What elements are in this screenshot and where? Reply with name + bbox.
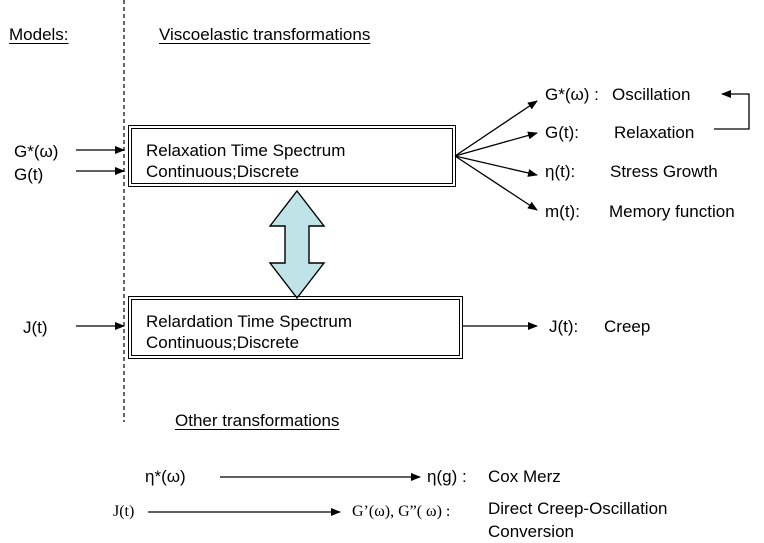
relaxation-box-subtitle: Continuous;Discrete (146, 162, 300, 181)
cox-merz-label: Cox Merz (488, 467, 561, 486)
retardation-box-subtitle: Continuous;Discrete (146, 333, 300, 352)
output-creep-label: Creep (604, 317, 651, 336)
other-transformations-header: Other transformations (175, 411, 340, 430)
retardation-box-title: Relardation Time Spectrum (146, 312, 352, 331)
arrow-out-oscillation (454, 100, 538, 157)
direct-creep-label-line1: Direct Creep-Oscillation (488, 499, 668, 518)
output-stress-symbol: η(t): (545, 162, 576, 181)
output-relaxation-label: Relaxation (614, 123, 695, 142)
arrow-out-relaxation (454, 131, 538, 157)
direct-creep-to: G’(ω), G”( ω) : (352, 503, 451, 520)
arrow-out-memory (454, 155, 538, 211)
direct-creep-from: J(t) (113, 503, 135, 520)
input-g-star: G*(ω) (14, 142, 59, 161)
input-j-t: J(t) (23, 318, 48, 337)
feedback-bracket (714, 90, 750, 130)
input-g-t: G(t) (14, 165, 44, 184)
viscoelastic-header: Viscoelastic transformations (159, 25, 371, 44)
retardation-spectrum-box: Relardation Time Spectrum Continuous;Dis… (128, 296, 463, 359)
relaxation-spectrum-box: Relaxation Time Spectrum Continuous;Disc… (128, 125, 456, 187)
models-header: Models: (9, 25, 69, 44)
direct-creep-label-line2: Conversion (488, 522, 574, 541)
cox-merz-to: η(g) : (427, 467, 467, 486)
cox-merz-from: η*(ω) (145, 467, 186, 486)
output-memory-symbol: m(t): (545, 202, 580, 221)
double-arrow (268, 189, 326, 300)
output-creep-symbol: J(t): (549, 317, 579, 336)
output-memory-label: Memory function (609, 202, 735, 221)
arrow-out-stress (454, 155, 538, 177)
output-oscillation-symbol: G*(ω) : (545, 85, 599, 104)
output-relaxation-symbol: G(t): (545, 123, 579, 142)
output-oscillation-label: Oscillation (612, 85, 691, 104)
relaxation-box-title: Relaxation Time Spectrum (146, 141, 346, 160)
output-stress-label: Stress Growth (610, 162, 718, 181)
